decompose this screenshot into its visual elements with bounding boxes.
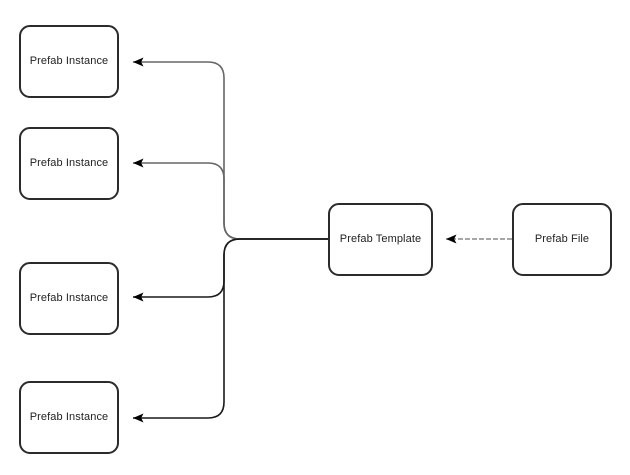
node-label: Prefab Instance bbox=[29, 55, 109, 67]
edge-trunk-group bbox=[133, 57, 512, 423]
edge-template-to-instance-1-path bbox=[133, 57, 328, 240]
node-label: Prefab Template bbox=[339, 233, 422, 245]
edge-template-to-instance-4-path bbox=[133, 238, 328, 423]
node-label: Prefab File bbox=[534, 233, 590, 245]
edge-template-to-instance-2-path bbox=[133, 158, 328, 240]
node-label: Prefab Instance bbox=[29, 157, 109, 169]
node-prefab-instance-2[interactable]: Prefab Instance bbox=[19, 127, 119, 200]
edge-template-to-instance-3-path bbox=[133, 238, 328, 302]
node-prefab-instance-3[interactable]: Prefab Instance bbox=[19, 262, 119, 335]
node-label: Prefab Instance bbox=[29, 411, 109, 423]
node-prefab-instance-1[interactable]: Prefab Instance bbox=[19, 25, 119, 98]
node-prefab-instance-4[interactable]: Prefab Instance bbox=[19, 381, 119, 454]
node-label: Prefab Instance bbox=[29, 292, 109, 304]
node-prefab-file[interactable]: Prefab File bbox=[512, 203, 612, 276]
node-prefab-template[interactable]: Prefab Template bbox=[328, 203, 433, 276]
